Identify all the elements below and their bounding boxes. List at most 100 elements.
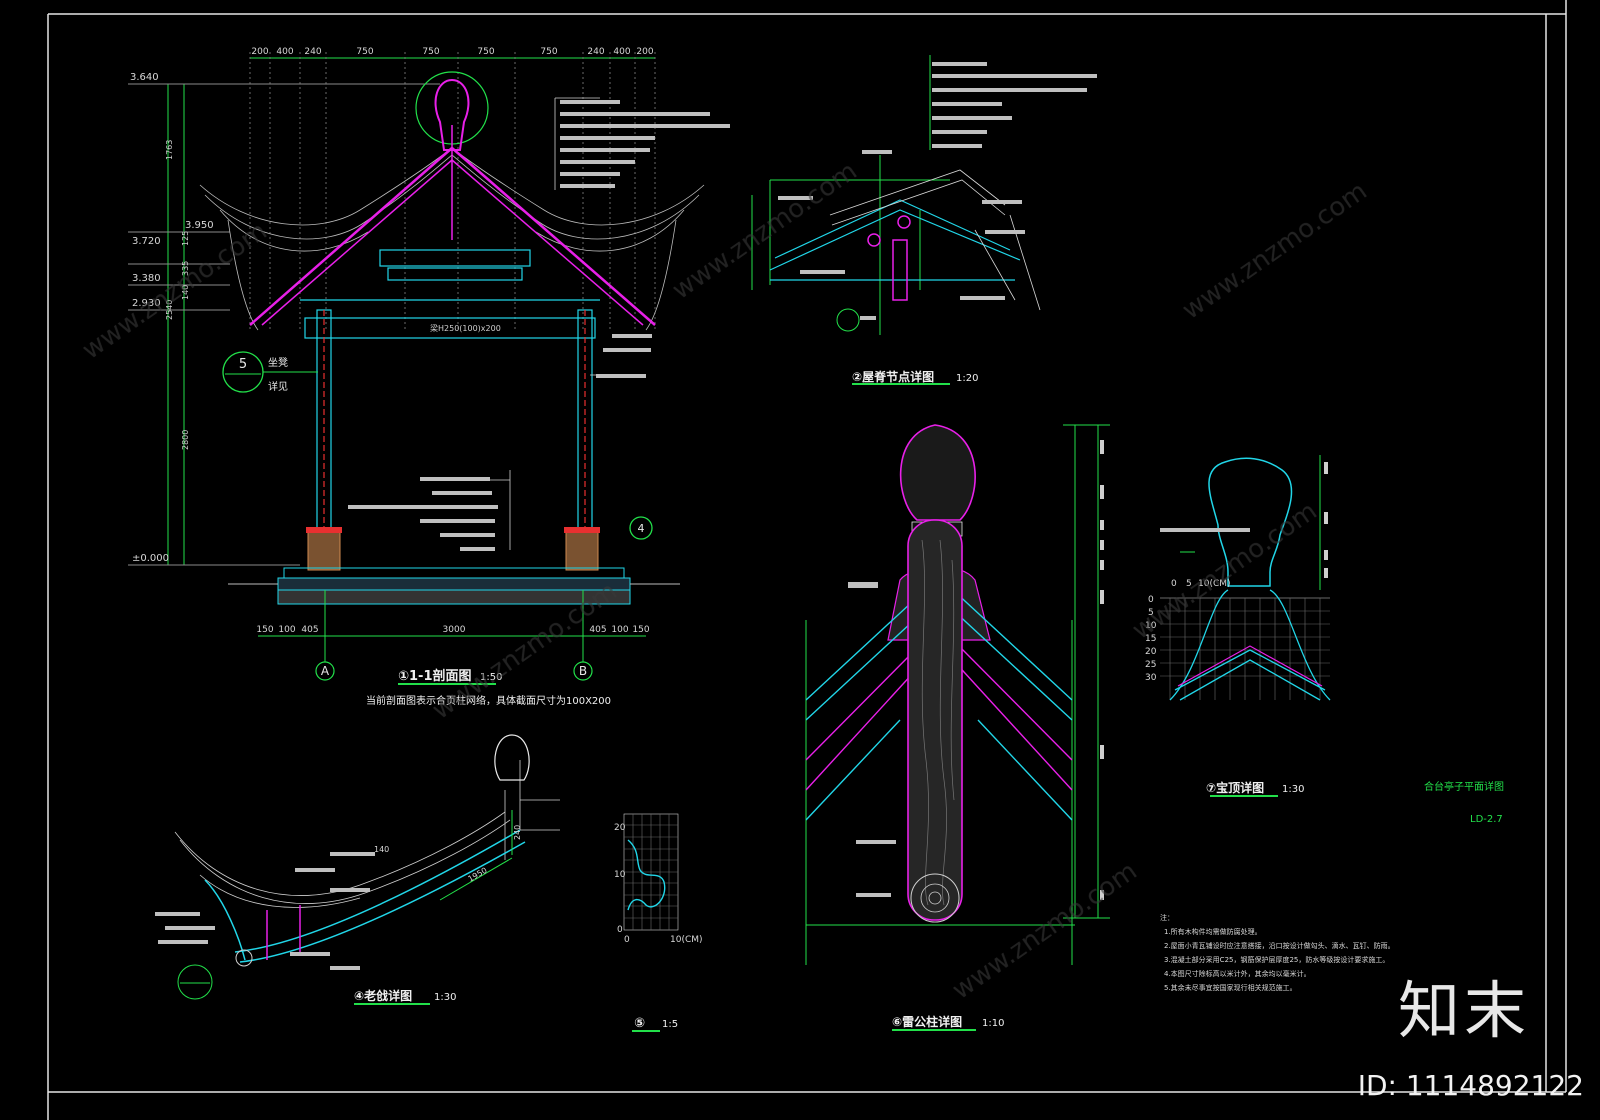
grid-label: 10(CM) — [1198, 579, 1231, 589]
axis-label: 10(CM) — [670, 935, 703, 945]
elevation-label: 3.640 — [130, 72, 159, 83]
axis-label: 20 — [614, 823, 626, 833]
section-view: 200 400 240 750 750 750 750 240 400 200 … — [128, 47, 730, 707]
beams — [300, 249, 600, 339]
grid-axis-markers — [315, 661, 593, 681]
dim-label: 140 — [374, 845, 389, 854]
dim-label: 150 — [256, 625, 273, 635]
brand-logo: 知末 — [1397, 974, 1530, 1047]
watermark-text: www.znzmo.com — [1177, 176, 1373, 326]
callout-number: 5 — [239, 357, 247, 372]
elevation-label: 2.930 — [132, 298, 161, 309]
annotation-strokes — [155, 852, 375, 970]
curve-grid — [623, 813, 679, 931]
axis-label: 10 — [614, 870, 626, 880]
dim-label: 150 — [632, 625, 649, 635]
view-caption: ⑦宝顶详图 — [1206, 780, 1264, 795]
dim-label: 750 — [356, 47, 373, 57]
dim-label: 125 — [181, 231, 190, 246]
view-caption: ⑤ — [634, 1016, 645, 1031]
view-scale: 1:50 — [480, 672, 502, 683]
view-scale: 1:20 — [956, 373, 978, 384]
callout-4: 4 — [629, 516, 653, 540]
dim-label: 100 — [611, 625, 628, 635]
side-dimension-labels: 1763 125 335 140 2540 2800 — [165, 140, 190, 450]
drawing-title: 合台亭子平面详图 — [1424, 780, 1504, 793]
roof-ridge-view: ②屋脊节点详图 1:20 — [751, 55, 1097, 385]
grid-label: 5 — [1148, 608, 1154, 618]
view-scale: 1:10 — [982, 1018, 1004, 1029]
drawing-number: LD-2.7 — [1470, 814, 1503, 825]
axis-label: 0 — [617, 925, 623, 935]
dim-label: 405 — [589, 625, 606, 635]
dim-label: 1950 — [467, 866, 489, 884]
dim-label: 2800 — [181, 430, 190, 450]
watermark-text: www.znzmo.com — [947, 856, 1143, 1006]
dim-label: 750 — [422, 47, 439, 57]
grid-label: 0 — [1171, 579, 1177, 589]
annotation-strokes — [778, 62, 1097, 320]
dim-label: 750 — [540, 47, 557, 57]
asset-id: ID: 1114892122 — [1357, 1069, 1584, 1102]
view-caption: ②屋脊节点详图 — [852, 369, 934, 384]
dim-label: 200 — [636, 47, 653, 57]
finial-view: 0 5 10(CM) 0 5 10 15 20 25 30 ⑦宝顶详图 1:30 — [1145, 455, 1331, 797]
annotation-strokes — [848, 582, 896, 897]
bottom-dimension-labels: 150 100 405 3000 405 100 150 — [256, 625, 649, 635]
dim-label: 335 — [181, 261, 190, 276]
view-caption: ④老戗详图 — [354, 988, 412, 1003]
curve-view: 20 10 0 0 10(CM) ⑤ 1:5 — [614, 813, 703, 1032]
note-line: 5.其余未尽事宜按国家现行相关规范施工。 — [1164, 983, 1297, 992]
note-line: 1.所有木构件均需做防腐处理。 — [1164, 927, 1262, 936]
bottom-dimension-line — [258, 590, 646, 662]
dim-label: 1763 — [165, 140, 174, 160]
view-scale: 1:5 — [662, 1019, 678, 1030]
elevation-label: ±0.000 — [132, 553, 169, 564]
top-dimension-labels: 200 400 240 750 750 750 750 240 400 200 — [251, 47, 653, 57]
watermark-text: www.znzmo.com — [1127, 496, 1323, 646]
dim-label: 240 — [587, 47, 604, 57]
grid-label: 5 — [1186, 579, 1192, 589]
watermark-text: www.znzmo.com — [77, 216, 273, 366]
post-view: ⑥雷公柱详图 1:10 — [805, 424, 1110, 1031]
dim-label: 3000 — [443, 625, 466, 635]
grid-label: 15 — [1145, 634, 1156, 644]
elevation-label: 3.380 — [132, 273, 161, 284]
elevation-labels: 3.640 3.950 3.720 3.380 2.930 ±0.000 — [130, 72, 214, 564]
finial-grid — [1160, 597, 1330, 700]
note-line: 2.屋面小青瓦铺设时应注意搭接，沿口按设计做勾头、滴水、瓦钉、防雨。 — [1164, 941, 1395, 950]
dim-label: 750 — [477, 47, 494, 57]
general-notes: 注： 1.所有木构件均需做防腐处理。 2.屋面小青瓦铺设时应注意搭接，沿口按设计… — [1160, 913, 1395, 992]
view-scale: 1:30 — [434, 992, 456, 1003]
dim-label: 140 — [181, 285, 190, 300]
foundation — [228, 567, 680, 605]
elevation-label: 3.720 — [132, 236, 161, 247]
dim-label: 400 — [276, 47, 293, 57]
watermarks: www.znzmo.com www.znzmo.com www.znzmo.co… — [77, 156, 1373, 1006]
view-scale: 1:30 — [1282, 784, 1304, 795]
dim-label: 240 — [304, 47, 321, 57]
callout-number: 4 — [638, 522, 645, 535]
elevation-label: 3.950 — [185, 220, 214, 231]
grid-label: 25 — [1145, 660, 1156, 670]
view-caption: ①1-1剖面图 — [398, 668, 472, 684]
grid-label: 10 — [1145, 621, 1157, 631]
note-line: 3.混凝土部分采用C25，钢筋保护层厚度25，防水等级按设计要求施工。 — [1164, 955, 1389, 964]
note-line: 4.本图尺寸除标高以米计外，其余均以毫米计。 — [1164, 969, 1311, 978]
grid-label: B — [579, 664, 587, 678]
section-note: 当前剖面图表示合页柱网络，具体截面尺寸为100X200 — [366, 694, 611, 707]
dim-label: 400 — [613, 47, 630, 57]
callout-5: 5 坐凳 详见 — [222, 351, 318, 393]
sheet-frame — [47, 0, 1567, 1120]
dim-label: 405 — [301, 625, 318, 635]
annotation-strokes — [348, 100, 730, 551]
grid-label: 20 — [1145, 647, 1157, 657]
grid-label: 30 — [1145, 673, 1157, 683]
callout-text: 详见 — [268, 380, 288, 393]
dim-label: 100 — [278, 625, 295, 635]
grid-label: 0 — [1148, 595, 1154, 605]
callout-text: 坐凳 — [268, 357, 288, 369]
dim-label: 2540 — [165, 300, 174, 320]
beam-label: 梁H250(100)x200 — [430, 324, 501, 333]
